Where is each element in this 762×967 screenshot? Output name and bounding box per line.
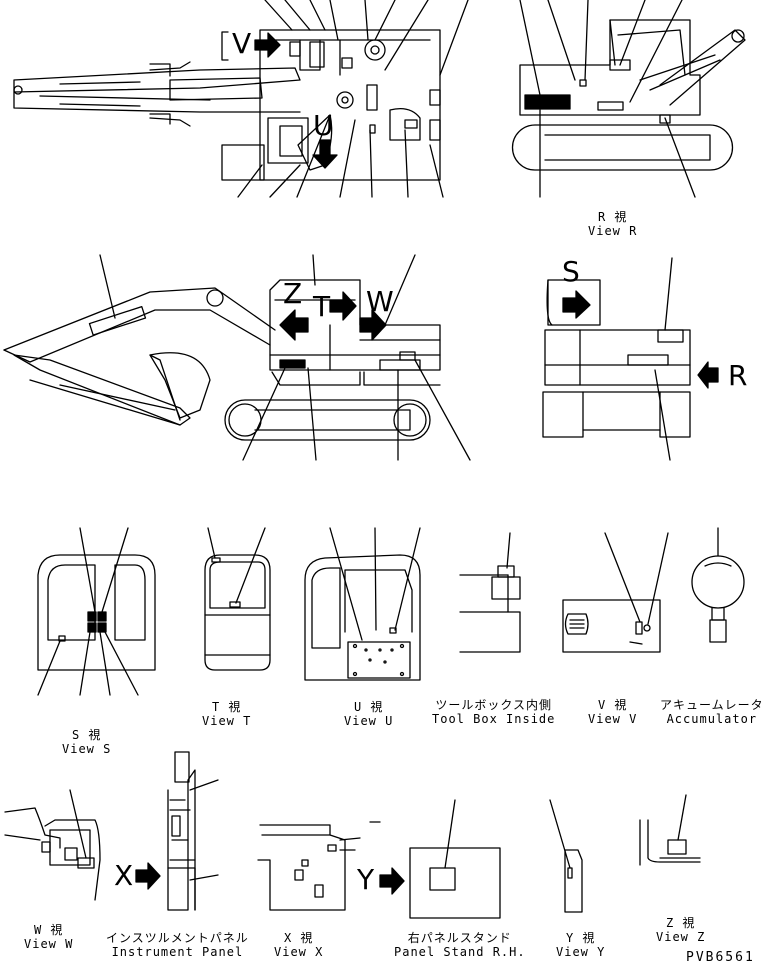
instrument-panel-ja: インスツルメントパネル	[106, 931, 249, 945]
view-y-ja: Y 視	[565, 931, 596, 945]
arrow-w	[359, 309, 387, 341]
rear-side-view	[511, 0, 746, 198]
view-v-en: View V	[588, 712, 638, 726]
view-w-en: View W	[24, 937, 74, 951]
callout-y: Y	[357, 863, 375, 896]
toolbox-ja: ツールボックス内側	[435, 698, 553, 712]
view-t-ja: T 視	[211, 700, 242, 714]
view-w-drawing	[4, 789, 101, 901]
view-t-drawing	[204, 527, 271, 671]
view-y-drawing	[549, 799, 583, 913]
view-z-en: View Z	[656, 930, 706, 944]
view-r-en: View R	[588, 224, 638, 238]
view-w-ja: W 視	[33, 923, 64, 937]
view-s-label: S 視 View S	[62, 728, 111, 756]
panel-stand-en: Panel Stand R.H.	[394, 945, 526, 959]
arrow-y	[379, 867, 405, 895]
view-x-en: View X	[274, 945, 324, 959]
view-r-label: R 視 View R	[588, 210, 637, 238]
view-u-drawing	[304, 527, 421, 681]
instrument-panel-drawing	[167, 751, 219, 911]
view-v-ja: V 視	[597, 698, 628, 712]
toolbox-drawing	[459, 532, 521, 653]
view-u-en: View U	[344, 714, 394, 728]
instrument-panel-en: Instrument Panel	[111, 945, 244, 959]
view-z-drawing	[639, 794, 701, 866]
view-s-en: View S	[62, 742, 112, 756]
top-view-machine	[13, 0, 469, 198]
view-r-ja: R 視	[597, 210, 628, 224]
view-v-drawing	[562, 532, 669, 653]
view-y-label: Y 視 View Y	[556, 931, 605, 959]
callout-v: V	[232, 27, 252, 60]
accumulator-en: Accumulator	[666, 712, 758, 726]
callout-z: Z	[283, 277, 303, 310]
bracket-v	[221, 31, 229, 61]
arrow-u	[312, 139, 338, 169]
view-x-ja: X 視	[283, 931, 314, 945]
view-s-drawing	[37, 527, 156, 696]
accumulator-drawing	[691, 527, 745, 643]
callout-w: W	[366, 285, 394, 318]
view-u-label: U 視 View U	[344, 700, 393, 728]
callout-x: X	[114, 859, 134, 892]
callout-u: U	[313, 109, 334, 142]
view-x-drawing	[257, 821, 381, 911]
view-x-label: X 視 View X	[274, 931, 323, 959]
callout-t: T	[313, 290, 331, 323]
side-view-machine	[3, 254, 471, 461]
view-z-label: Z 視 View Z	[656, 916, 705, 944]
arrow-s	[562, 290, 591, 319]
arrow-v	[254, 32, 281, 58]
view-s-ja: S 視	[71, 728, 102, 742]
arrow-x	[135, 862, 161, 890]
toolbox-en: Tool Box Inside	[432, 712, 556, 726]
drawing-code: PVB6561	[686, 950, 755, 965]
arrow-r	[697, 361, 719, 389]
toolbox-label: ツールボックス内側 Tool Box Inside	[432, 698, 555, 726]
instrument-panel-label: インスツルメントパネル Instrument Panel	[106, 931, 249, 959]
panel-stand-drawing	[409, 799, 501, 919]
view-u-ja: U 視	[353, 700, 384, 714]
rear-view-machine	[542, 257, 691, 461]
accumulator-label: アキュームレータ Accumulator	[660, 698, 762, 726]
accumulator-ja: アキュームレータ	[660, 698, 762, 712]
view-y-en: View Y	[556, 945, 606, 959]
panel-stand-ja: 右パネルスタンド	[407, 931, 512, 945]
view-z-ja: Z 視	[665, 916, 696, 930]
callout-r: R	[728, 359, 748, 392]
view-t-label: T 視 View T	[202, 700, 251, 728]
arrow-t	[329, 291, 357, 321]
view-v-label: V 視 View V	[588, 698, 637, 726]
view-t-en: View T	[202, 714, 252, 728]
callout-s: S	[562, 255, 580, 288]
panel-stand-label: 右パネルスタンド Panel Stand R.H.	[394, 931, 526, 959]
view-w-label: W 視 View W	[24, 923, 73, 951]
arrow-z	[279, 309, 309, 341]
